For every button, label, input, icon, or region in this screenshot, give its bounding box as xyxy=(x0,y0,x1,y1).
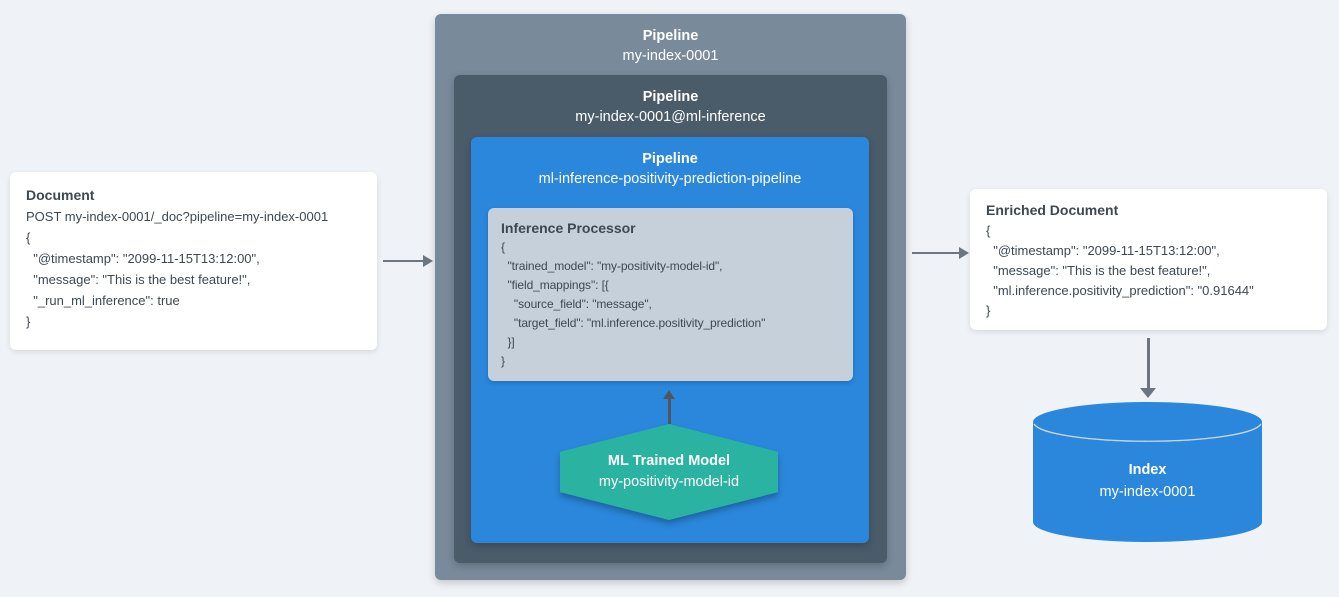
document-card-title: Document xyxy=(26,187,95,203)
pipeline-positivity-title: Pipeline xyxy=(642,151,698,167)
pipeline-positivity-box: Pipeline ml-inference-positivity-predict… xyxy=(471,137,869,543)
code-line: { xyxy=(986,223,991,238)
arrow-up-icon xyxy=(663,390,675,399)
enriched-document-code: { "@timestamp": "2099-11-15T13:12:00", "… xyxy=(986,221,1311,321)
code-line: "target_field": "ml.inference.positivity… xyxy=(501,316,766,330)
arrow-document-to-pipeline xyxy=(383,254,433,268)
index-title: Index xyxy=(1128,462,1167,478)
pipeline-outer-name: my-index-0001 xyxy=(622,48,719,64)
pipeline-ml-inference-name: my-index-0001@ml-inference xyxy=(575,109,766,125)
database-cylinder-icon xyxy=(1033,402,1262,542)
arrow-line xyxy=(1146,338,1150,388)
code-line: "@timestamp": "2099-11-15T13:12:00", xyxy=(26,251,260,266)
code-line: POST my-index-0001/_doc?pipeline=my-inde… xyxy=(26,209,329,224)
index-cylinder: Index my-index-0001 xyxy=(1033,402,1262,542)
arrow-line xyxy=(383,260,423,262)
code-line: "@timestamp": "2099-11-15T13:12:00", xyxy=(986,243,1220,258)
arrow-line xyxy=(667,399,671,424)
code-line: "message": "This is the best feature!", xyxy=(26,272,251,287)
arrow-right-icon xyxy=(959,247,969,259)
code-line: "message": "This is the best feature!", xyxy=(986,263,1211,278)
code-line: { xyxy=(501,240,505,254)
arrow-enriched-to-index xyxy=(1140,338,1156,398)
index-label-group: Index my-index-0001 xyxy=(1033,402,1262,542)
enriched-document-title: Enriched Document xyxy=(986,202,1119,218)
arrow-down-icon xyxy=(1140,388,1156,398)
inference-processor-card: Inference Processor { "trained_model": "… xyxy=(488,208,853,381)
ml-model-title: ML Trained Model xyxy=(607,453,731,469)
pipeline-outer-box: Pipeline my-index-0001 Pipeline my-index… xyxy=(435,14,906,580)
code-line: } xyxy=(501,354,505,368)
code-line: } xyxy=(986,303,991,318)
pipeline-outer-title: Pipeline xyxy=(642,28,699,44)
code-line: } xyxy=(26,314,31,329)
arrow-line xyxy=(912,252,959,254)
arrow-pipeline-to-enriched xyxy=(912,246,969,260)
index-name: my-index-0001 xyxy=(1099,484,1196,500)
code-line: "ml.inference.positivity_prediction": "0… xyxy=(986,283,1254,298)
ml-model-name: my-positivity-model-id xyxy=(598,474,740,490)
code-line: }] xyxy=(501,335,515,349)
ml-trained-model-hexagon: ML Trained Model my-positivity-model-id xyxy=(560,424,778,520)
inference-processor-title: Inference Processor xyxy=(501,220,636,236)
code-line: "_run_ml_inference": true xyxy=(26,293,180,308)
document-card-code: POST my-index-0001/_doc?pipeline=my-inde… xyxy=(26,206,361,332)
arrow-model-to-processor xyxy=(662,390,676,424)
arrow-right-icon xyxy=(423,255,433,267)
inference-processor-code: { "trained_model": "my-positivity-model-… xyxy=(501,238,840,371)
pipeline-ml-inference-title: Pipeline xyxy=(642,89,699,105)
pipeline-positivity-name: ml-inference-positivity-prediction-pipel… xyxy=(538,171,802,187)
pipeline-ml-inference-box: Pipeline my-index-0001@ml-inference Pipe… xyxy=(454,75,887,563)
code-line: "field_mappings": [{ xyxy=(501,278,609,292)
code-line: "trained_model": "my-positivity-model-id… xyxy=(501,259,723,273)
hexagon-shape: ML Trained Model my-positivity-model-id xyxy=(560,424,778,520)
code-line: { xyxy=(26,230,31,245)
document-card: Document POST my-index-0001/_doc?pipelin… xyxy=(10,172,377,350)
code-line: "source_field": "message", xyxy=(501,297,652,311)
enriched-document-card: Enriched Document { "@timestamp": "2099-… xyxy=(970,189,1327,330)
